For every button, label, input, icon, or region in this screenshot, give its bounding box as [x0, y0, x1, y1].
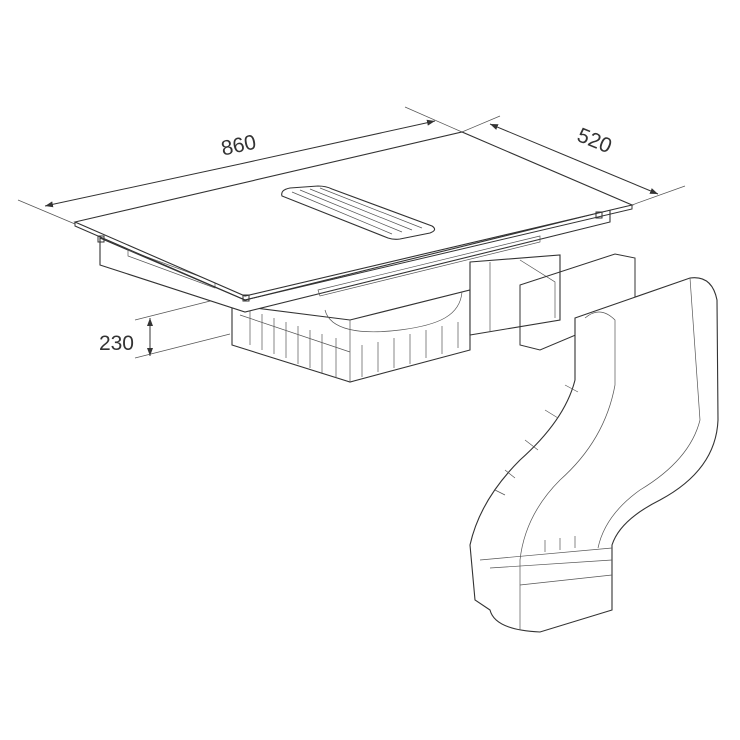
depth-label: 520	[574, 124, 615, 158]
dimension-arrow	[44, 163, 241, 208]
height-label: 230	[99, 332, 134, 355]
height-dimension: 230	[99, 295, 231, 359]
dimension-arrow	[239, 119, 436, 165]
extension-line	[134, 333, 231, 359]
width-label: 860	[219, 131, 258, 161]
extension-line	[404, 106, 463, 133]
extension-line	[17, 199, 76, 225]
downdraft-vent	[281, 185, 436, 240]
motor-housing	[231, 254, 561, 383]
ducting	[469, 277, 719, 633]
extension-line	[461, 115, 501, 133]
dimension-arrow	[489, 123, 575, 160]
width-dimension: 860	[17, 106, 463, 225]
extension-line	[631, 185, 686, 206]
dimension-arrow	[573, 158, 659, 195]
hob-top-plate	[73, 131, 634, 313]
